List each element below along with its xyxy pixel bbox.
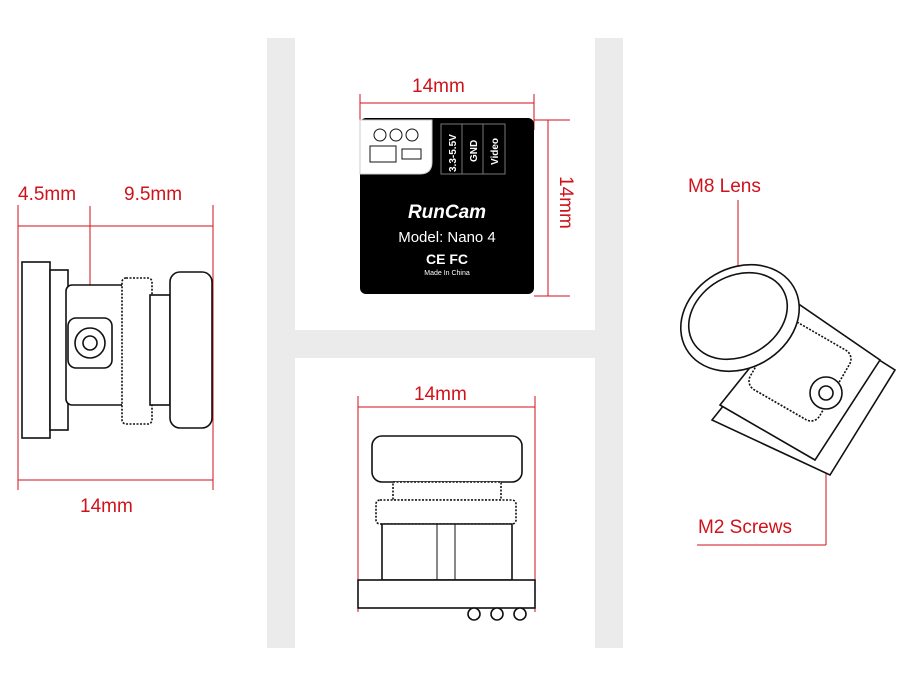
model-label: Model: Nano 4 xyxy=(398,229,496,246)
pin-label-gnd: GND xyxy=(469,140,480,162)
back-view: 14mm 14mm 3.3-5.5V GND Video RunCam Mode… xyxy=(359,76,576,297)
bottom-width-label: 14mm xyxy=(414,384,467,405)
back-width-label: 14mm xyxy=(412,76,465,97)
brand-logo: RunCam xyxy=(408,202,486,223)
screws-callout-label: M2 Screws xyxy=(698,517,792,538)
cert-marks: CE FC xyxy=(426,251,468,267)
side-width-label: 14mm xyxy=(80,496,133,517)
pin-label-power: 3.3-5.5V xyxy=(448,134,459,172)
background-panels xyxy=(267,38,623,648)
iso-view: M8 Lens M2 Screws xyxy=(679,176,897,546)
bottom-view: 14mm xyxy=(357,384,536,621)
side-view: 4.5mm 9.5mm 14mm xyxy=(17,184,214,517)
side-lens-length-label: 9.5mm xyxy=(124,184,182,205)
origin-label: Made In China xyxy=(424,270,470,277)
pin-label-video: Video xyxy=(490,138,501,165)
side-lens-offset-label: 4.5mm xyxy=(18,184,76,205)
back-height-label: 14mm xyxy=(555,176,576,229)
lens-callout-label: M8 Lens xyxy=(688,176,761,197)
